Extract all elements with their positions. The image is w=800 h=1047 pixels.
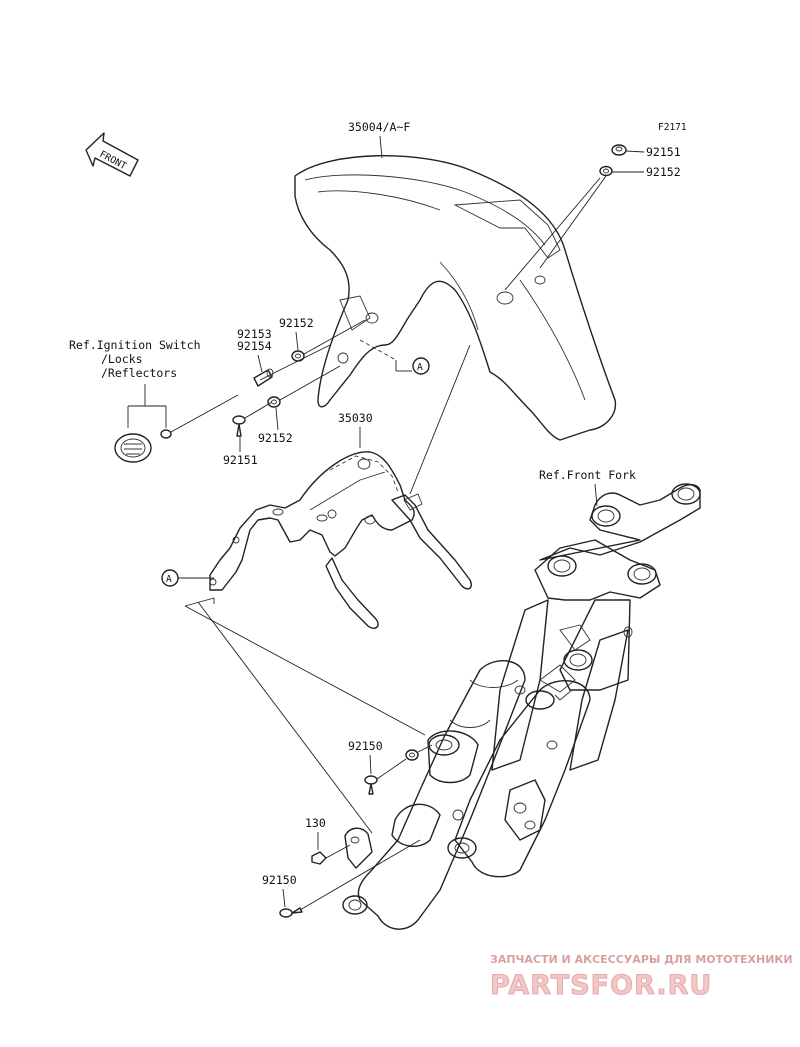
marker-a-upper: A [395,357,430,375]
bolt-left [232,415,246,437]
callout-washer-top: 92152 [646,165,681,179]
ref-ignition-line3: /Reflectors [101,366,177,380]
callout-collar-b: 92154 [237,339,272,353]
nut-130 [311,851,327,865]
marker-a-lower: A [161,569,214,587]
svg-text:A: A [417,362,423,373]
ref-front-fork: Ref.Front Fork [539,468,636,482]
callout-bolt-fork: 92150 [348,739,383,753]
watermark-tagline: ЗАПЧАСТИ И АКСЕССУАРЫ ДЛЯ МОТОТЕХНИКИ [490,953,793,966]
callout-bracket: 35030 [338,411,373,425]
callout-washer-left-top: 92152 [279,316,314,330]
callout-bolt-left: 92151 [223,453,258,467]
callout-washer-left-bottom: 92152 [258,431,293,445]
front-fender [294,155,617,441]
callout-fender-set: 35004/A~F [348,120,410,134]
bolt-fork-lower [279,907,303,918]
collar-92153 [253,368,274,387]
front-fork [342,483,701,930]
front-arrow-icon: FRONT [85,132,139,177]
callout-collar-a: 92153 [237,327,272,341]
figure-code: F2171 [658,122,687,133]
ref-ignition-line2: /Locks [101,352,143,366]
bolt-top-right [599,144,627,177]
watermark-brand: PARTSFOR.RU [490,970,712,1001]
callout-bolt-fork-bottom: 92150 [262,873,297,887]
washer-fork [405,749,419,761]
ref-ignition-line1: Ref.Ignition Switch [69,338,201,352]
bolt-fork-upper [364,775,378,795]
callout-nut-130: 130 [305,816,326,830]
callout-bolt-top: 92151 [646,145,681,159]
washer-left-bottom [267,396,281,408]
washer-left-top [291,350,305,362]
reflector-icon [114,429,172,463]
fender-bracket [209,451,472,629]
svg-text:A: A [166,574,172,585]
